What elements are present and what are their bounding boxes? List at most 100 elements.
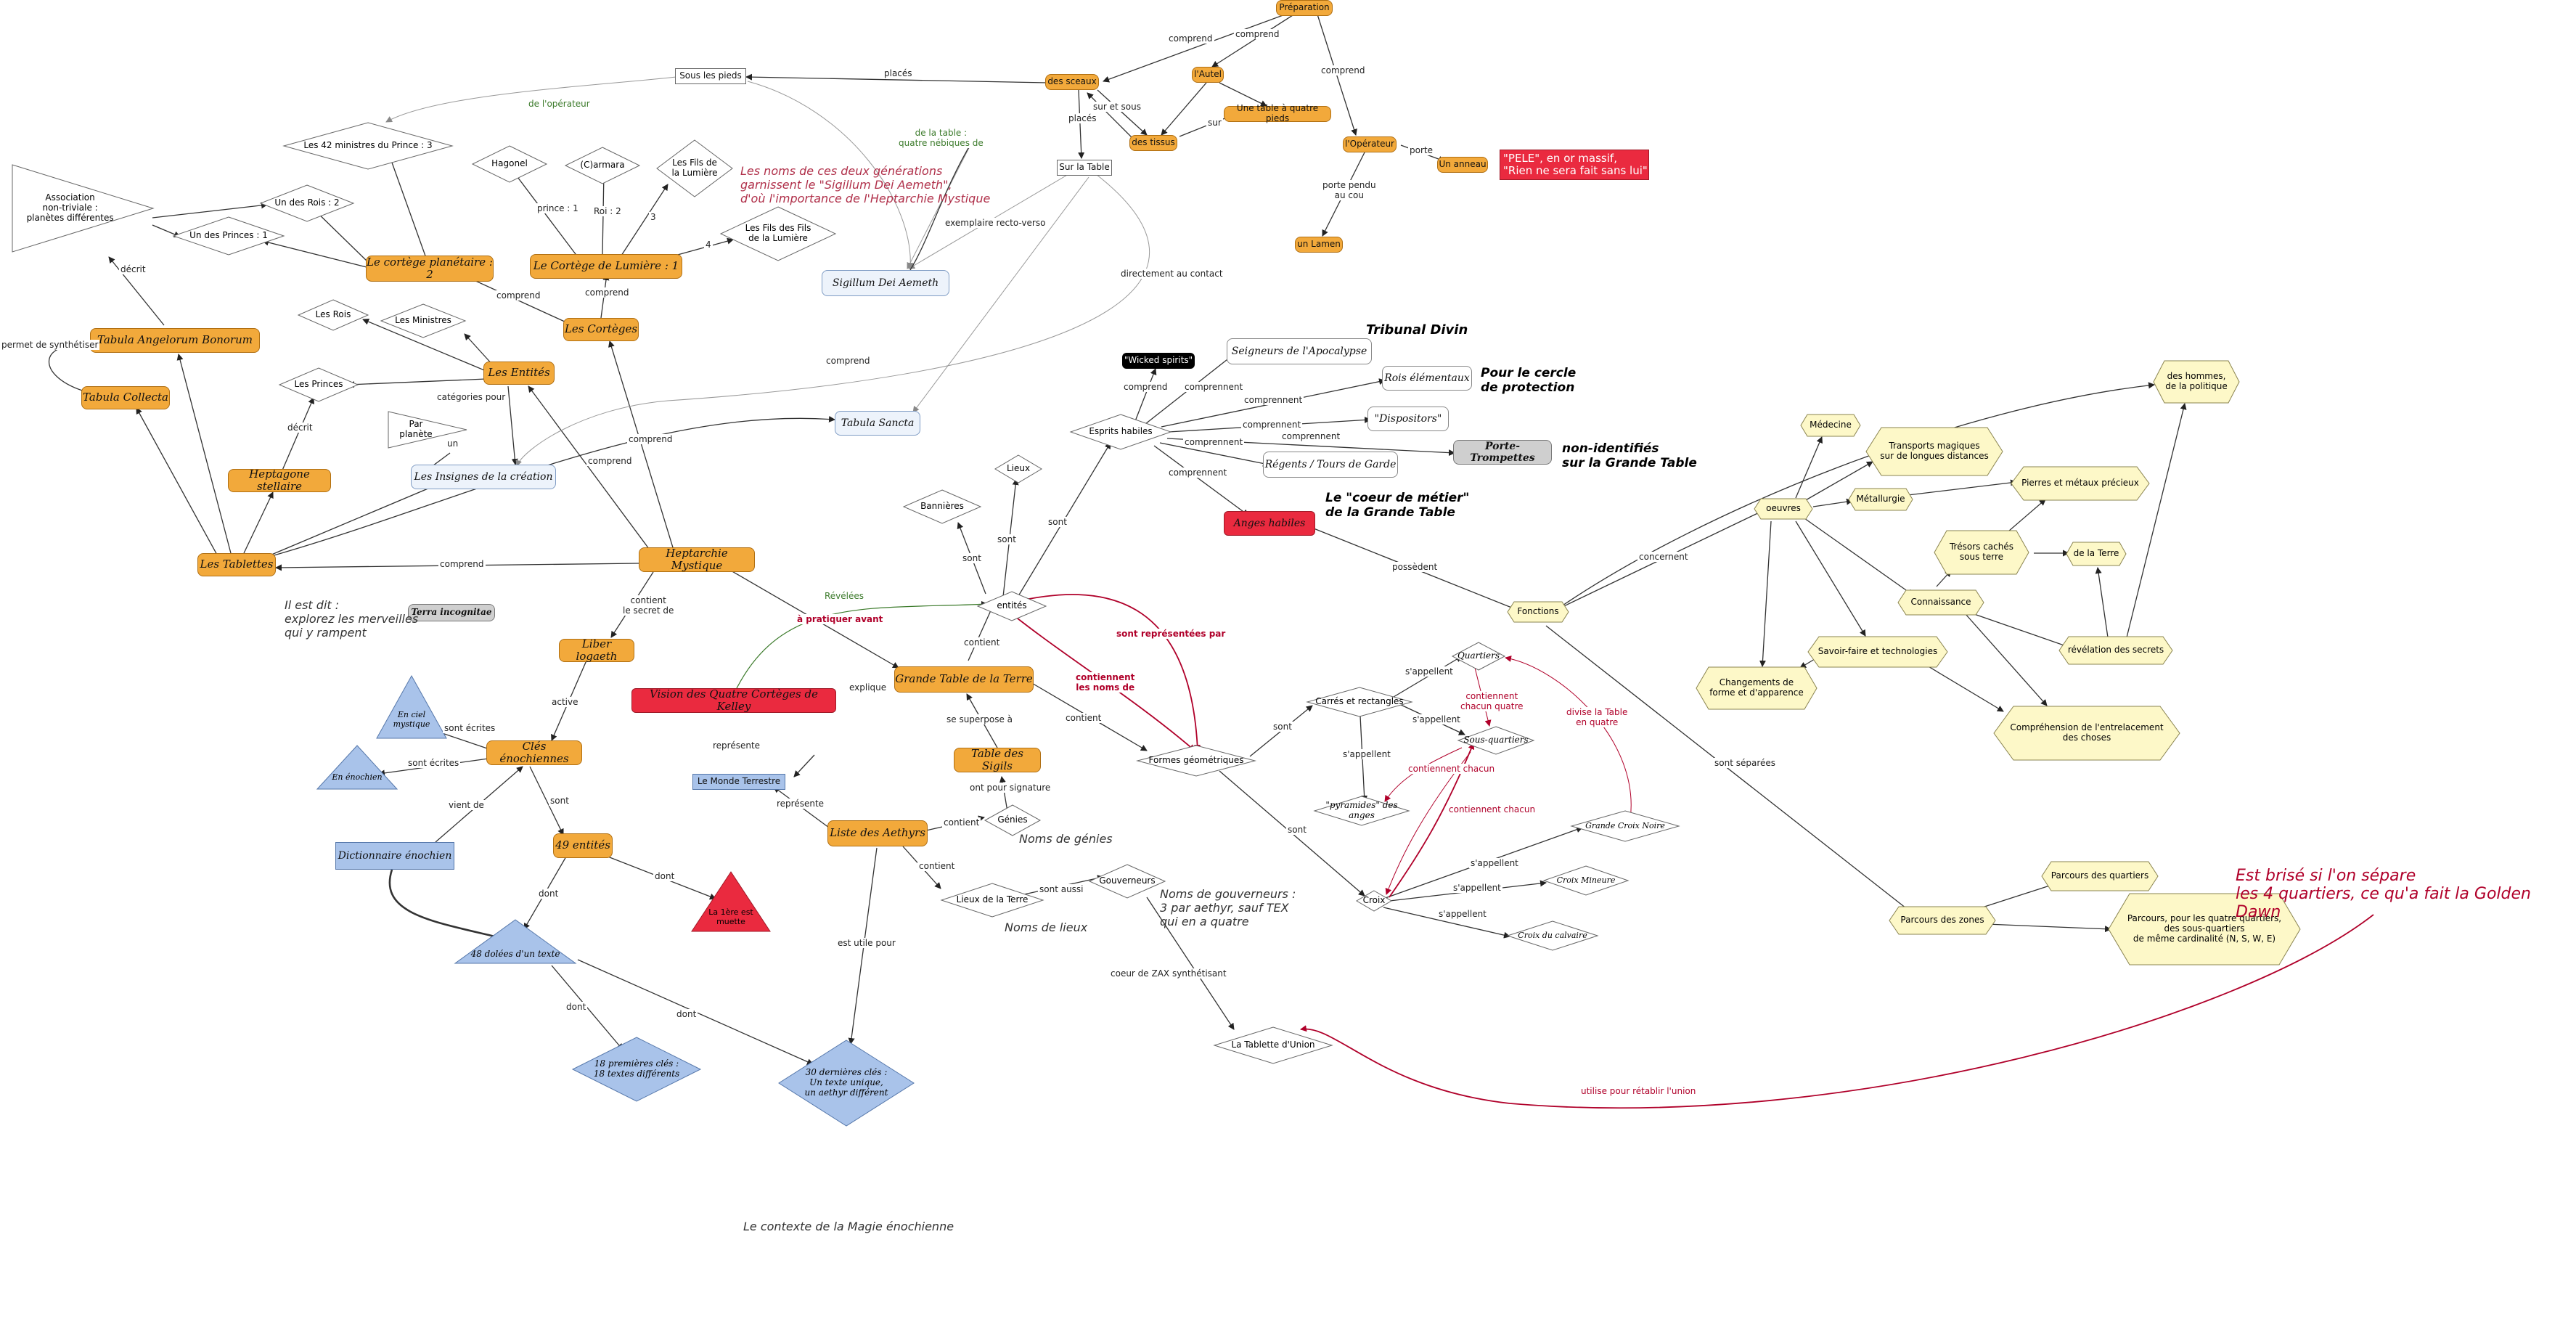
node-gouverneurs[interactable]: Gouverneurs bbox=[1088, 864, 1166, 899]
node-metallurgie[interactable]: Métallurgie bbox=[1848, 488, 1913, 511]
node-connaissance[interactable]: Connaissance bbox=[1897, 589, 1984, 616]
node-association[interactable]: Association non-triviale : planètes diff… bbox=[12, 164, 155, 253]
node-des-sceaux[interactable]: des sceaux bbox=[1045, 74, 1099, 90]
node-les-rois[interactable]: Les Rois bbox=[297, 299, 369, 331]
node-dictionnaire[interactable]: Dictionnaire énochien bbox=[335, 842, 454, 870]
node-un-des-princes[interactable]: Un des Princes : 1 bbox=[172, 216, 285, 256]
node-sous-pieds[interactable]: Sous les pieds bbox=[675, 68, 746, 84]
node-les-corteges[interactable]: Les Cortèges bbox=[563, 318, 639, 341]
node-bannieres[interactable]: Bannières bbox=[902, 489, 982, 524]
node-pyramides[interactable]: "pyramides" des anges bbox=[1313, 796, 1410, 826]
node-sous-quartiers[interactable]: Sous-quartiers bbox=[1457, 726, 1535, 755]
node-hagonel[interactable]: Hagonel bbox=[471, 145, 548, 183]
node-les-princes[interactable]: Les Princes bbox=[278, 367, 359, 402]
node-ministres42[interactable]: Les 42 ministres du Prince : 3 bbox=[282, 122, 454, 170]
node-les-ministres[interactable]: Les Ministres bbox=[380, 303, 467, 338]
node-lettre-muette[interactable]: La 1ère est muette bbox=[691, 871, 771, 932]
node-porte-trompettes[interactable]: Porte-Trompettes bbox=[1453, 440, 1552, 465]
node-un-anneau[interactable]: Un anneau bbox=[1437, 157, 1488, 173]
label-decrit2: décrit bbox=[286, 422, 314, 433]
node-loperateur[interactable]: l'Opérateur bbox=[1343, 136, 1397, 152]
node-un-lamen[interactable]: un Lamen bbox=[1295, 237, 1343, 253]
node-cortege-planetaire[interactable]: Le cortège planétaire : 2 bbox=[366, 255, 494, 282]
node-esprits-habiles[interactable]: Esprits habiles bbox=[1069, 414, 1172, 450]
node-par-planete[interactable]: Par planète bbox=[388, 411, 467, 449]
node-parcours-zones[interactable]: Parcours des zones bbox=[1889, 906, 1996, 935]
node-dolees48[interactable]: 48 dolées d'un texte bbox=[454, 919, 577, 964]
node-medecine[interactable]: Médecine bbox=[1800, 414, 1861, 437]
node-genies[interactable]: Génies bbox=[984, 804, 1042, 836]
node-grande-table[interactable]: Grande Table de la Terre bbox=[894, 666, 1034, 693]
label-comprend3: comprend bbox=[1320, 65, 1367, 75]
node-insignes[interactable]: Les Insignes de la création bbox=[411, 465, 556, 489]
label-sappellent3: s'appellent bbox=[1341, 749, 1392, 759]
node-des-tissus[interactable]: des tissus bbox=[1129, 135, 1177, 151]
node-heptarchie[interactable]: Heptarchie Mystique bbox=[639, 547, 755, 572]
node-quartiers[interactable]: Quartiers bbox=[1451, 642, 1506, 671]
node-fils-fils[interactable]: Les Fils des Fils de la Lumière bbox=[719, 206, 837, 261]
node-cles-enochiennes[interactable]: Clés énochiennes bbox=[486, 740, 582, 765]
node-en-ciel[interactable]: En ciel mystique bbox=[376, 674, 447, 739]
node-parcours-sous[interactable]: Parcours, pour les quatre quartiers, des… bbox=[2108, 893, 2301, 965]
node-carmara[interactable]: (C)armara bbox=[564, 147, 641, 184]
node-tabula-angelorum[interactable]: Tabula Angelorum Bonorum bbox=[90, 328, 260, 353]
node-hommes[interactable]: des hommes, de la politique bbox=[2153, 360, 2240, 404]
node-monde-terrestre[interactable]: Le Monde Terrestre bbox=[692, 774, 785, 790]
node-liber-logaeth[interactable]: Liber logaeth bbox=[559, 637, 634, 663]
node-table-sigils[interactable]: Table des Sigils bbox=[954, 747, 1041, 772]
node-fils-lumiere[interactable]: Les Fils de la Lumière bbox=[656, 139, 733, 197]
node-table-quatre[interactable]: Une table à quatre pieds bbox=[1224, 103, 1331, 123]
node-cortege-lumiere[interactable]: Le Cortège de Lumière : 1 bbox=[530, 254, 682, 279]
node-les-entites[interactable]: Les Entités bbox=[483, 362, 555, 385]
node-parcours-quartiers[interactable]: Parcours des quartiers bbox=[2041, 861, 2159, 891]
node-entites[interactable]: entités bbox=[976, 591, 1047, 621]
node-terra-incognitae[interactable]: Terra incognitae bbox=[408, 604, 495, 621]
node-pele[interactable]: "PELE", en or massif, "Rien ne sera fait… bbox=[1500, 150, 1649, 180]
node-heptagone-stellaire[interactable]: Heptagone stellaire bbox=[228, 467, 331, 493]
node-dispositors[interactable]: "Dispositors" bbox=[1367, 407, 1449, 431]
node-fonctions[interactable]: Fonctions bbox=[1507, 601, 1569, 623]
node-vision[interactable]: Vision des Quatre Cortèges de Kelley bbox=[631, 687, 836, 713]
node-transports[interactable]: Transports magiques sur de longues dista… bbox=[1865, 427, 2003, 476]
node-sur-table[interactable]: Sur la Table bbox=[1057, 160, 1112, 176]
node-cles18[interactable]: 18 premières clés : 18 textes différents bbox=[571, 1037, 702, 1102]
node-pierres[interactable]: Pierres et métaux précieux bbox=[2011, 466, 2150, 501]
node-savoir-faire[interactable]: Savoir-faire et technologies bbox=[1807, 636, 1948, 668]
node-les-tablettes[interactable]: Les Tablettes bbox=[197, 553, 276, 576]
node-croix-calvaire[interactable]: Croix du calvaire bbox=[1506, 920, 1599, 951]
label-porte-cou: porte pendu au cou bbox=[1321, 180, 1378, 200]
node-de-la-terre[interactable]: de la Terre bbox=[2066, 542, 2127, 566]
node-seigneurs[interactable]: Seigneurs de l'Apocalypse bbox=[1227, 338, 1372, 364]
node-tresors[interactable]: Trésors cachés sous terre bbox=[1934, 530, 2029, 575]
node-carres[interactable]: Carrés et rectangles bbox=[1306, 687, 1413, 717]
node-cles30[interactable]: 30 dernières clés : Un texte unique, un … bbox=[778, 1040, 915, 1127]
node-croix-mineure[interactable]: Croix Mineure bbox=[1542, 865, 1630, 896]
node-tabula-sancta[interactable]: Tabula Sancta bbox=[835, 411, 920, 436]
node-lautel[interactable]: l'Autel bbox=[1192, 67, 1224, 83]
node-lieux-terre[interactable]: Lieux de la Terre bbox=[940, 883, 1044, 918]
node-changements[interactable]: Changements de forme et d'apparence bbox=[1696, 666, 1817, 710]
edge-sceaux-surtable bbox=[1078, 89, 1085, 159]
node-oeuvres[interactable]: oeuvres bbox=[1754, 498, 1813, 520]
node-tabula-collecta[interactable]: Tabula Collecta bbox=[81, 386, 170, 409]
node-sigillum[interactable]: Sigillum Dei Aemeth bbox=[822, 270, 949, 296]
node-un-des-rois[interactable]: Un des Rois : 2 bbox=[259, 184, 355, 222]
node-49-entites[interactable]: 49 entités bbox=[553, 833, 613, 858]
node-revelation[interactable]: révélation des secrets bbox=[2058, 636, 2173, 665]
node-preparation[interactable]: Préparation bbox=[1276, 0, 1333, 16]
node-grande-croix-noire[interactable]: Grande Croix Noire bbox=[1570, 810, 1680, 842]
node-regents[interactable]: Régents / Tours de Garde bbox=[1263, 452, 1398, 478]
node-anges-habiles[interactable]: Anges habiles bbox=[1224, 511, 1315, 536]
node-rois-elementaux[interactable]: Rois élémentaux bbox=[1382, 366, 1472, 391]
node-formes-geo[interactable]: Formes géométriques bbox=[1136, 745, 1256, 777]
annotation-contexte: Le contexte de la Magie énochienne bbox=[743, 1220, 954, 1233]
node-comprehension[interactable]: Compréhension de l'entrelacement des cho… bbox=[1993, 706, 2180, 761]
node-tablette-union[interactable]: La Tablette d'Union bbox=[1213, 1026, 1333, 1064]
node-en-enochien[interactable]: En énochien bbox=[316, 745, 398, 790]
node-wicked-spirits[interactable]: "Wicked spirits" bbox=[1122, 353, 1195, 369]
node-croix[interactable]: Croix bbox=[1356, 890, 1392, 912]
edge-oeuvres-savoir bbox=[1795, 520, 1866, 637]
node-lieux[interactable]: Lieux bbox=[994, 454, 1042, 483]
label-utilise-union: utilise pour rétablir l'union bbox=[1579, 1086, 1698, 1096]
node-liste-aethyrs[interactable]: Liste des Aethyrs bbox=[827, 820, 928, 846]
